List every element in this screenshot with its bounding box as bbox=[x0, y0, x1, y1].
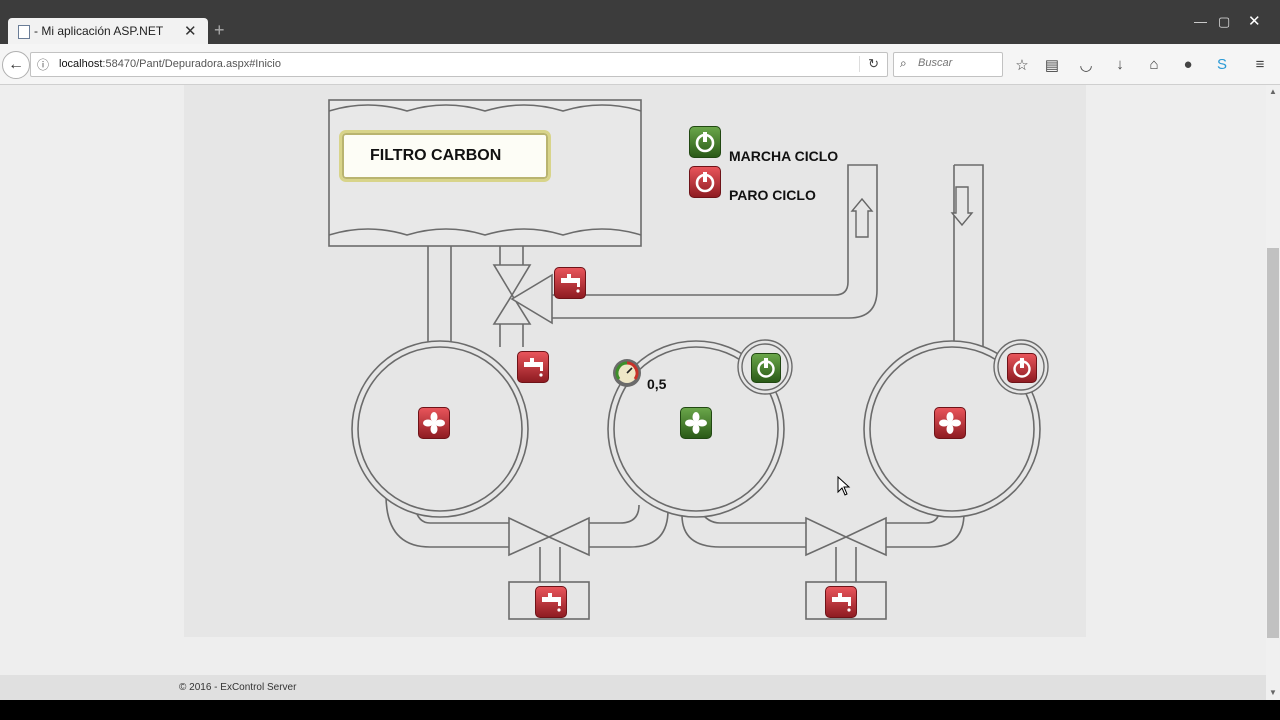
start-cycle-button[interactable] bbox=[689, 126, 721, 158]
scroll-down-icon[interactable]: ▼ bbox=[1269, 688, 1277, 697]
tank2-pump-button[interactable] bbox=[751, 353, 781, 383]
browser-tab[interactable]: - Mi aplicación ASP.NET ✕ bbox=[8, 18, 208, 44]
search-input[interactable] bbox=[916, 56, 1000, 70]
pressure-gauge bbox=[613, 359, 641, 387]
url-host: localhost bbox=[59, 58, 103, 70]
download-icon[interactable]: ↓ bbox=[1116, 56, 1124, 73]
scroll-up-icon[interactable]: ▲ bbox=[1269, 87, 1277, 96]
drain-stem-right bbox=[835, 547, 857, 582]
fan-icon bbox=[685, 412, 707, 434]
filter-label-plate: FILTRO CARBON bbox=[339, 130, 551, 182]
address-bar[interactable]: ⓘ localhost:58470/Pant/Depuradora.aspx#I… bbox=[30, 52, 888, 77]
drain-stem-left bbox=[539, 547, 561, 582]
pocket-icon[interactable]: ◡ bbox=[1079, 57, 1093, 74]
pipe-valve-tank bbox=[499, 324, 524, 347]
filter-top-wave bbox=[328, 104, 642, 112]
close-tab-icon[interactable]: ✕ bbox=[184, 23, 197, 40]
back-button[interactable]: ← bbox=[2, 51, 30, 79]
vertical-scrollbar[interactable]: ▲ ▼ bbox=[1266, 85, 1280, 700]
pressure-value: 0,5 bbox=[647, 376, 667, 392]
up-flow-arrow bbox=[850, 197, 874, 238]
power-icon bbox=[1013, 358, 1031, 378]
fan-icon bbox=[423, 412, 445, 434]
power-icon bbox=[757, 358, 775, 378]
footer-text: © 2016 - ExControl Server bbox=[179, 682, 297, 693]
stop-cycle-button[interactable] bbox=[689, 166, 721, 198]
tab-title: - Mi aplicación ASP.NET bbox=[34, 24, 164, 38]
bottom-pipe-left-b bbox=[589, 504, 669, 548]
return-pipe bbox=[551, 164, 878, 319]
power-icon bbox=[695, 132, 715, 153]
url-text: localhost:58470/Pant/Depuradora.aspx#Ini… bbox=[59, 58, 281, 70]
drain-box-right bbox=[805, 581, 887, 620]
reading-list-icon[interactable]: ▤ bbox=[1044, 57, 1060, 74]
inlet-pipe-tank3 bbox=[953, 164, 984, 347]
menu-icon[interactable]: ≡ bbox=[1255, 56, 1265, 73]
valve-actuator-button[interactable] bbox=[554, 267, 586, 299]
bookmark-star-icon[interactable]: ☆ bbox=[1015, 57, 1029, 74]
faucet-icon bbox=[542, 593, 561, 612]
start-cycle-label: MARCHA CICLO bbox=[729, 148, 839, 164]
power-icon bbox=[695, 172, 715, 193]
faucet-icon bbox=[524, 358, 543, 377]
tank3-pump-button[interactable] bbox=[1007, 353, 1037, 383]
tank2-agitator-button[interactable] bbox=[680, 407, 712, 439]
minimize-icon[interactable]: — bbox=[1194, 14, 1207, 29]
fan-icon bbox=[939, 412, 961, 434]
three-way-valve bbox=[492, 264, 553, 325]
drain-valve-left-button[interactable] bbox=[535, 586, 567, 618]
faucet-icon bbox=[561, 274, 580, 293]
new-tab-icon[interactable]: + bbox=[214, 20, 225, 40]
plant-graphics bbox=[328, 99, 1049, 620]
site-info-icon[interactable]: ⓘ bbox=[37, 58, 50, 72]
navigation-bar: ← ⓘ localhost:58470/Pant/Depuradora.aspx… bbox=[0, 44, 1280, 85]
back-arrow-icon: ← bbox=[8, 56, 24, 73]
faucet-icon bbox=[832, 593, 851, 612]
home-icon[interactable]: ⌂ bbox=[1149, 56, 1159, 73]
filter-bottom-wave bbox=[328, 228, 642, 236]
bottom-valves bbox=[508, 516, 887, 557]
stop-cycle-label: PARO CICLO bbox=[729, 187, 816, 203]
maximize-icon[interactable]: ▢ bbox=[1218, 14, 1231, 29]
search-box[interactable]: ⌕ bbox=[893, 52, 1003, 77]
browser-title-bar: - Mi aplicación ASP.NET ✕ + — ▢ ✕ bbox=[0, 0, 1280, 44]
pipe-filter-tank1 bbox=[427, 246, 452, 347]
tank3-agitator-button[interactable] bbox=[934, 407, 966, 439]
down-flow-arrow bbox=[950, 186, 974, 227]
plant-diagram: FILTRO CARBON MARCHA CICLO PARO CICLO 0,… bbox=[0, 85, 1266, 637]
pipe-filter-valve bbox=[499, 246, 524, 265]
footer: © 2016 - ExControl Server bbox=[0, 675, 1266, 700]
skype-icon[interactable]: S bbox=[1216, 56, 1227, 73]
search-icon: ⌕ bbox=[900, 56, 907, 70]
chat-icon[interactable]: ● bbox=[1183, 56, 1193, 73]
mouse-cursor-icon bbox=[837, 476, 851, 496]
reload-icon[interactable]: ↻ bbox=[859, 56, 879, 72]
drain-valve-right-button[interactable] bbox=[825, 586, 857, 618]
scrollbar-thumb[interactable] bbox=[1267, 248, 1279, 638]
drain-box-left bbox=[508, 581, 590, 620]
tank1-agitator-button[interactable] bbox=[418, 407, 450, 439]
filter-label: FILTRO CARBON bbox=[370, 147, 502, 164]
close-window-icon[interactable]: ✕ bbox=[1248, 13, 1261, 30]
tank-valve-button[interactable] bbox=[517, 351, 549, 383]
url-path: :58470/Pant/Depuradora.aspx#Inicio bbox=[102, 58, 281, 70]
page-icon bbox=[18, 25, 30, 39]
